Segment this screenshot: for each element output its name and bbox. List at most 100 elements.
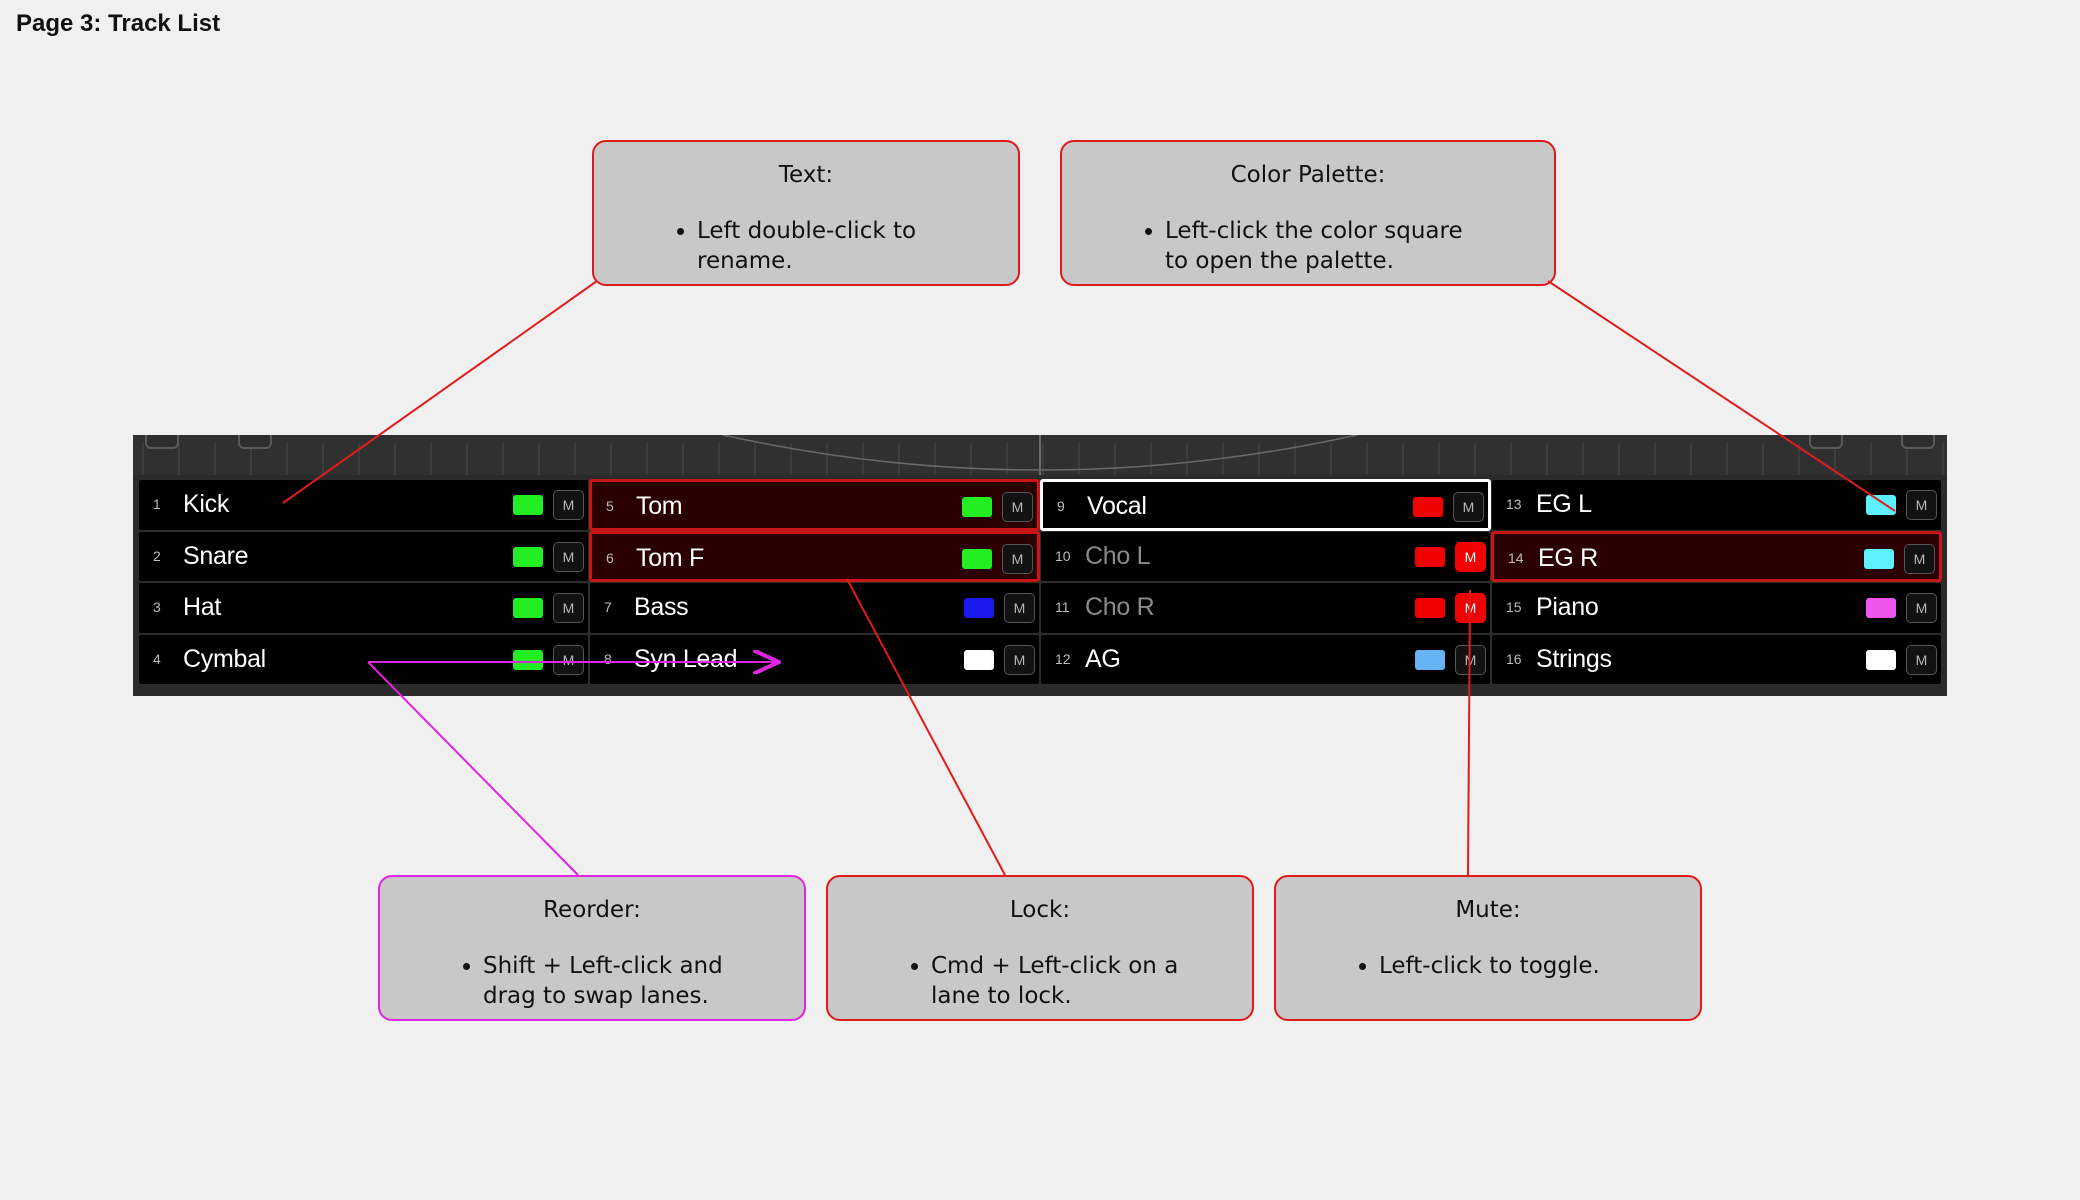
mute-button[interactable]: M [1906,644,1937,675]
lane-name[interactable]: Snare [183,541,249,570]
mute-button[interactable]: M [1906,593,1937,623]
mute-button[interactable]: M [1455,541,1486,572]
page-title: Page 3: Track List [16,10,221,37]
callout-mute-title: Mute: [1455,897,1521,923]
track-lane[interactable]: 3 Hat M [138,582,589,634]
mute-button[interactable]: M [553,490,584,520]
lane-number: 11 [1055,599,1070,615]
lane-number: 5 [606,498,614,514]
color-swatch[interactable] [513,598,543,618]
mute-button[interactable]: M [553,541,584,572]
lane-name[interactable]: Cymbal [183,644,266,673]
callout-palette-title: Color Palette: [1230,162,1386,188]
color-swatch[interactable] [1864,548,1894,569]
lane-number: 10 [1055,547,1071,564]
lane-name[interactable]: Cho L [1085,541,1151,570]
lane-number: 1 [153,496,161,512]
color-swatch[interactable] [962,497,992,517]
mute-button[interactable]: M [553,593,584,623]
color-swatch[interactable] [964,649,994,670]
color-swatch[interactable] [964,598,994,618]
callout-lock: Lock: Cmd + Left-click on a lane to lock… [826,875,1254,1021]
mute-button[interactable]: M [1002,492,1033,522]
mute-button[interactable]: M [553,644,584,675]
color-swatch[interactable] [1866,598,1896,618]
color-swatch[interactable] [1415,546,1445,567]
track-lane[interactable]: 9 Vocal M [1040,479,1491,531]
lane-number: 7 [604,599,612,615]
color-swatch[interactable] [513,649,543,670]
track-lane[interactable]: 16 Strings M [1491,633,1942,685]
lane-number: 8 [604,650,612,667]
lane-number: 14 [1508,549,1524,566]
ruler-right-button-2[interactable] [1901,435,1935,449]
track-lane[interactable]: 8 Syn Lead M [589,633,1040,685]
ruler-left-button-2[interactable] [238,435,272,449]
track-lane[interactable]: 15 Piano M [1491,582,1942,634]
lane-name[interactable]: Piano [1536,593,1599,621]
mute-button[interactable]: M [1455,593,1486,623]
lane-number: 12 [1055,650,1071,667]
color-swatch[interactable] [962,548,992,569]
color-swatch[interactable] [513,546,543,567]
track-lane[interactable]: 2 Snare M [138,530,589,582]
mute-button[interactable]: M [1004,593,1035,623]
callout-mute: Mute: Left-click to toggle. [1274,875,1702,1021]
ruler-ticks [142,435,1944,475]
callout-reorder-bullet: Shift + Left-click and drag to swap lane… [483,951,753,1011]
lane-name[interactable]: Vocal [1087,492,1147,520]
lane-number: 4 [153,650,161,667]
lane-name[interactable]: Tom F [636,543,704,572]
ruler-right-button[interactable] [1809,435,1843,449]
track-lane[interactable]: 14 EG R M [1491,530,1942,582]
mute-button[interactable]: M [1455,644,1486,675]
lane-name[interactable]: Syn Lead [634,644,738,673]
lane-name[interactable]: Strings [1536,644,1612,673]
lane-name[interactable]: EG R [1538,543,1598,572]
lane-name[interactable]: Hat [183,593,222,621]
lane-number: 15 [1506,599,1522,615]
callout-color-palette: Color Palette: Left-click the color squa… [1060,140,1556,286]
lane-name[interactable]: Tom [636,492,683,520]
lane-number: 3 [153,599,161,615]
track-lane[interactable]: 7 Bass M [589,582,1040,634]
callout-text-bullet: Left double-click to rename. [697,216,947,276]
mute-button[interactable]: M [1453,492,1484,522]
mute-button[interactable]: M [1906,490,1937,520]
color-swatch[interactable] [513,495,543,515]
track-lane[interactable]: 5 Tom M [589,479,1040,531]
color-swatch[interactable] [1415,649,1445,670]
mute-button[interactable]: M [1004,644,1035,675]
callout-lock-bullet: Cmd + Left-click on a lane to lock. [931,951,1201,1011]
callout-text-title: Text: [778,162,834,188]
lane-name[interactable]: AG [1085,644,1121,673]
timeline-ruler [133,435,1947,475]
callout-reorder: Reorder: Shift + Left-click and drag to … [378,875,806,1021]
callout-text: Text: Left double-click to rename. [592,140,1020,286]
mute-button[interactable]: M [1904,543,1935,574]
callout-palette-bullet: Left-click the color square to open the … [1165,216,1465,276]
track-lane[interactable]: 1 Kick M [138,479,589,531]
color-swatch[interactable] [1415,598,1445,618]
color-swatch[interactable] [1866,649,1896,670]
lane-name[interactable]: Kick [183,490,230,518]
lane-name[interactable]: Bass [634,593,689,621]
lane-number: 9 [1057,498,1065,514]
lane-name[interactable]: Cho R [1085,593,1155,621]
lane-number: 16 [1506,650,1522,667]
color-swatch[interactable] [1866,495,1896,515]
callout-reorder-title: Reorder: [543,897,641,923]
callout-mute-bullet: Left-click to toggle. [1379,951,1649,981]
track-lane[interactable]: 4 Cymbal M [138,633,589,685]
lane-name[interactable]: EG L [1536,490,1592,518]
track-lane[interactable]: 11 Cho R M [1040,582,1491,634]
track-lane[interactable]: 10 Cho L M [1040,530,1491,582]
mute-button[interactable]: M [1002,543,1033,574]
track-lane[interactable]: 12 AG M [1040,633,1491,685]
lane-number: 2 [153,547,161,564]
ruler-left-button[interactable] [145,435,179,449]
ruler-arc [722,435,1358,471]
color-swatch[interactable] [1413,497,1443,517]
